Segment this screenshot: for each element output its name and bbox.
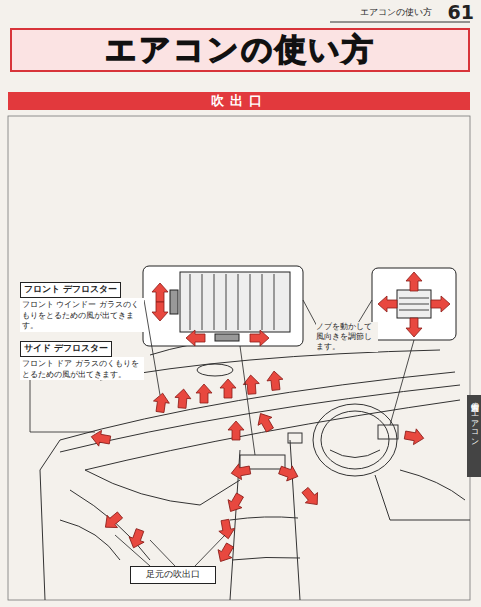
page-title: エアコンの使い方 <box>10 28 470 72</box>
side-vent-detail <box>372 268 456 340</box>
page-number: 61 <box>438 1 474 23</box>
label-box: 足元の吹出口 <box>130 566 216 584</box>
side-tab <box>467 395 481 477</box>
side-tab-text: 室内装備のエアコン <box>467 397 481 477</box>
note-body: フロント ウインドー ガラスのくもりをとるための風が出てきます。 <box>20 298 144 332</box>
note-body: フロント ドア ガラスのくもりをとるための風が出てきます。 <box>20 357 144 380</box>
airflow-arrows <box>90 370 425 565</box>
note-heading: フロント デフロスター <box>20 282 121 298</box>
note-box: フロント デフロスターフロント ウインドー ガラスのくもりをとるための風が出てき… <box>20 277 144 332</box>
diagram-frame <box>8 116 470 600</box>
running-header: エアコンの使い方 <box>300 6 432 19</box>
section-band: 吹出口 <box>8 92 470 110</box>
note-heading: サイド デフロスター <box>20 341 112 357</box>
note-box: サイド デフロスターフロント ドア ガラスのくもりをとるための風が出てきます。 <box>20 336 144 380</box>
leader-lines <box>30 300 414 566</box>
center-vent-detail <box>143 266 303 346</box>
box-text: 吹出口 <box>211 92 268 110</box>
callout-note: ノブを動かして風向きを調節します。 <box>316 322 378 352</box>
box-text: 足元の吹出口 <box>146 569 200 579</box>
